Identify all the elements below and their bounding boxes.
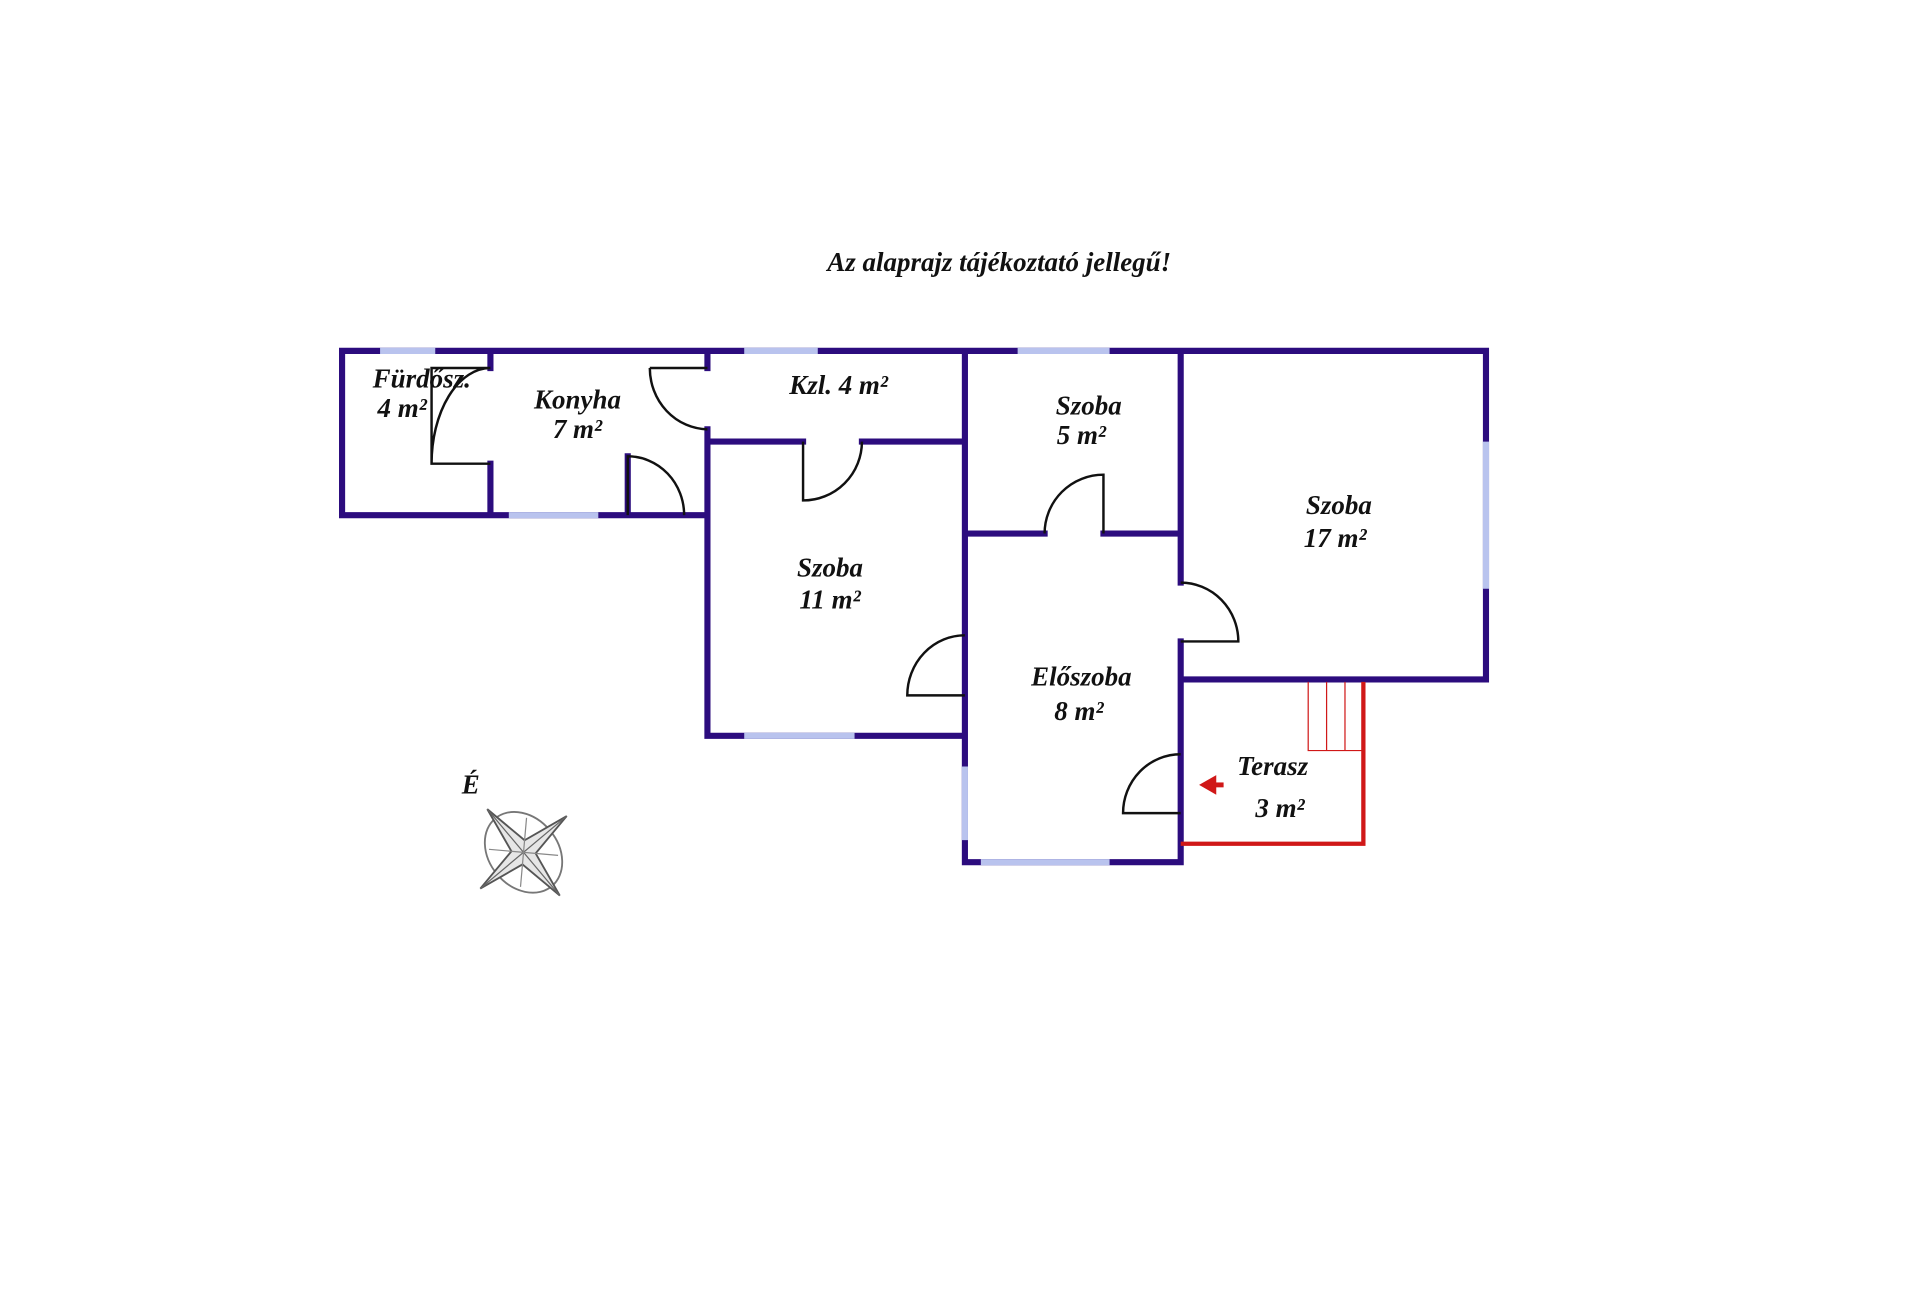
room-area-szoba-17: 17 m² xyxy=(1304,523,1368,553)
room-area-eloszoba: 8 m² xyxy=(1054,696,1104,726)
windows xyxy=(380,347,1490,866)
room-name-konyha: Konyha xyxy=(533,384,621,414)
room-name-szoba-17: Szoba xyxy=(1306,490,1372,520)
room-name-szoba-11: Szoba xyxy=(797,552,863,582)
room-name-eloszoba: Előszoba xyxy=(1030,662,1131,692)
entrance-arrow-icon xyxy=(1199,775,1217,795)
room-name-furdoszoba: Fürdősz. xyxy=(372,364,471,394)
room-area-furdoszoba: 4 m² xyxy=(376,393,427,423)
compass-north-label: É xyxy=(461,769,480,799)
doors xyxy=(430,366,1240,815)
terrace-outline xyxy=(1180,681,1366,846)
compass-rose-icon xyxy=(479,808,568,897)
room-area-szoba-5: 5 m² xyxy=(1057,420,1107,450)
room-name-kamra: Kzl. 4 m² xyxy=(788,370,889,400)
walls xyxy=(339,347,1490,866)
room-area-konyha: 7 m² xyxy=(553,414,603,444)
room-area-szoba-11: 11 m² xyxy=(799,584,861,614)
room-name-terasz: Terasz xyxy=(1237,751,1308,781)
room-area-terasz: 3 m² xyxy=(1254,793,1305,823)
disclaimer-title: Az alaprajz tájékoztató jellegű! xyxy=(825,247,1171,277)
room-name-szoba-5: Szoba xyxy=(1056,391,1122,421)
room-labels: Fürdősz. 4 m² Konyha 7 m² Kzl. 4 m² Szob… xyxy=(372,364,1372,823)
